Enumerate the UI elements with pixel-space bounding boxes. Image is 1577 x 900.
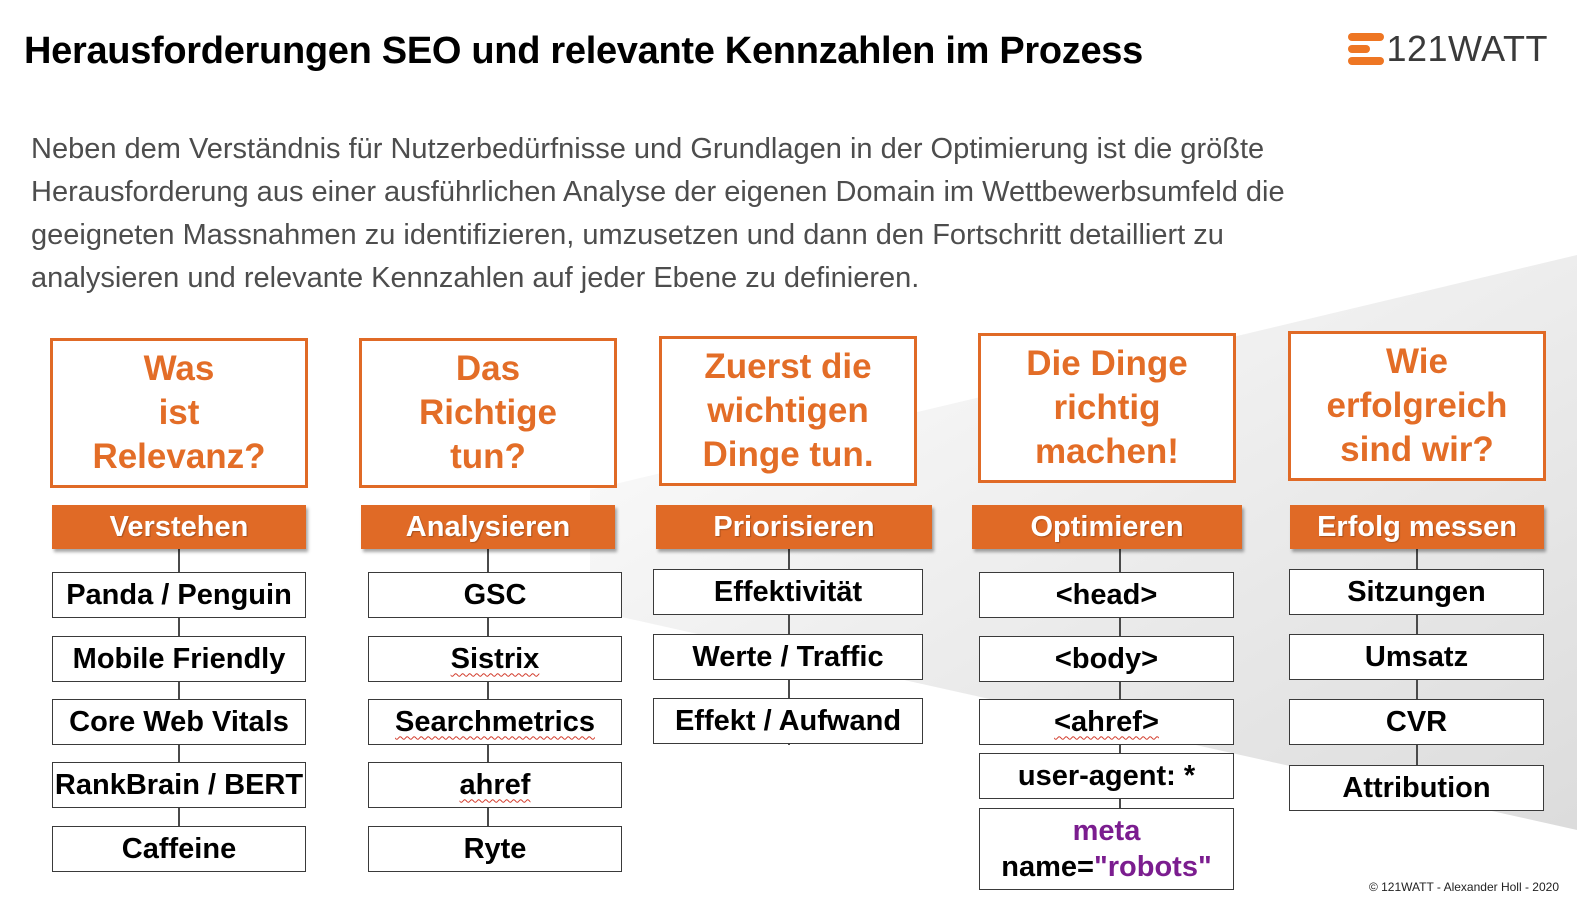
meta-attr-value: "robots" <box>1093 851 1212 883</box>
list-item: Effekt / Aufwand <box>653 698 923 744</box>
list-item: GSC <box>368 572 622 618</box>
step-header: Analysieren <box>361 505 615 549</box>
list-item: Caffeine <box>52 826 306 872</box>
question-box: Wie erfolgreich sind wir? <box>1288 331 1546 481</box>
list-item: Attribution <box>1289 765 1544 811</box>
list-item: Mobile Friendly <box>52 636 306 682</box>
list-item: <head> <box>979 572 1234 618</box>
page-title: Herausforderungen SEO und relevante Kenn… <box>24 30 1143 72</box>
connector-line <box>487 545 489 845</box>
connector-line <box>178 545 180 845</box>
step-header: Optimieren <box>972 505 1242 549</box>
step-header: Verstehen <box>52 505 306 549</box>
list-item: Core Web Vitals <box>52 699 306 745</box>
list-item-label: <ahref> <box>1054 705 1159 738</box>
list-item: ahref <box>368 762 622 808</box>
list-item: <body> <box>979 636 1234 682</box>
list-item: Sitzungen <box>1289 569 1544 615</box>
question-box: Was ist Relevanz? <box>50 338 308 488</box>
copyright-footer: © 121WATT - Alexander Holl - 2020 <box>1368 880 1559 894</box>
list-item: Ryte <box>368 826 622 872</box>
list-item: Panda / Penguin <box>52 572 306 618</box>
list-item: Umsatz <box>1289 634 1544 680</box>
logo-mark-icon <box>1348 31 1384 67</box>
question-box: Das Richtige tun? <box>359 338 617 488</box>
intro-paragraph: Neben dem Verständnis für Nutzerbedürfni… <box>31 133 1285 294</box>
step-header: Erfolg messen <box>1290 505 1544 549</box>
list-item: Sistrix <box>368 636 622 682</box>
list-item: RankBrain / BERT <box>52 762 306 808</box>
question-box: Zuerst die wichtigen Dinge tun. <box>659 336 917 486</box>
meta-attribute: name="robots" <box>1001 849 1211 885</box>
logo-text: 121WATT <box>1386 28 1548 69</box>
list-item-label: Sistrix <box>450 642 540 675</box>
meta-robots-item: meta name="robots" <box>979 808 1234 890</box>
list-item: Werte / Traffic <box>653 634 923 680</box>
list-item-label: ahref <box>459 768 531 801</box>
brand-logo: 121WATT <box>1348 28 1548 70</box>
list-item: Searchmetrics <box>368 699 622 745</box>
list-item: Effektivität <box>653 569 923 615</box>
list-item: user-agent: * <box>979 753 1234 799</box>
list-item-label: Searchmetrics <box>395 705 595 738</box>
meta-attr-name: name= <box>1001 851 1094 883</box>
meta-keyword: meta <box>1072 815 1141 847</box>
list-item: <ahref> <box>979 699 1234 745</box>
step-header: Priorisieren <box>656 505 932 549</box>
list-item: CVR <box>1289 699 1544 745</box>
question-box: Die Dinge richtig machen! <box>978 333 1236 483</box>
